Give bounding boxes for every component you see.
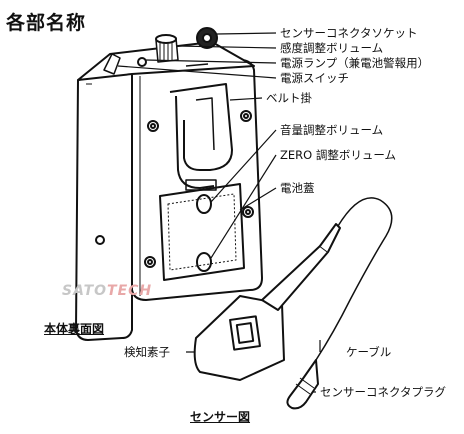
- caption-body-back: 本体裏面図: [44, 322, 105, 336]
- label-volume-knob: 音量調整ボリューム: [280, 123, 384, 137]
- label-zero-volume: ZERO 調整ボリューム: [280, 148, 396, 162]
- detector-element: [229, 315, 261, 351]
- label-battery-cover: 電池蓋: [280, 181, 315, 195]
- label-power-lamp: 電源ランプ（兼電池警報用）: [280, 56, 430, 70]
- label-power-switch: 電源スイッチ: [280, 71, 349, 85]
- watermark-part1: SATO: [62, 283, 108, 299]
- connector-socket-icon: [196, 27, 218, 49]
- device-body-front: [75, 69, 133, 341]
- cable: [315, 197, 393, 361]
- zero-knob-icon: [196, 252, 212, 272]
- page-title: 各部名称: [6, 12, 87, 34]
- connector-plug: [286, 359, 319, 410]
- screw-icon: [240, 110, 252, 122]
- caption-sensor: センサー図: [190, 410, 251, 424]
- screw-icon: [147, 120, 159, 132]
- screw-icon: [144, 256, 156, 268]
- sensor-neck: [261, 245, 329, 311]
- volume-knob-icon: [196, 194, 212, 214]
- screw-icon: [242, 206, 254, 218]
- label-sensitivity-volume: 感度調整ボリューム: [280, 41, 384, 55]
- label-sensor-connector-plug: センサーコネクタプラグ: [320, 385, 447, 399]
- belt-clip: [169, 83, 233, 189]
- label-detector-element: 検知素子: [124, 345, 170, 359]
- watermark: SATOTECH: [62, 283, 152, 299]
- label-cable: ケーブル: [346, 345, 392, 359]
- screw-icon: [95, 235, 105, 245]
- label-sensor-connector-socket: センサーコネクタソケット: [280, 26, 418, 40]
- power-switch-icon: [103, 53, 121, 75]
- sensitivity-knob-icon: [155, 34, 179, 63]
- label-belt-clip: ベルト掛: [266, 91, 312, 105]
- battery-cover: [159, 183, 245, 281]
- watermark-part2: TECH: [107, 283, 153, 299]
- power-lamp-icon: [137, 57, 147, 67]
